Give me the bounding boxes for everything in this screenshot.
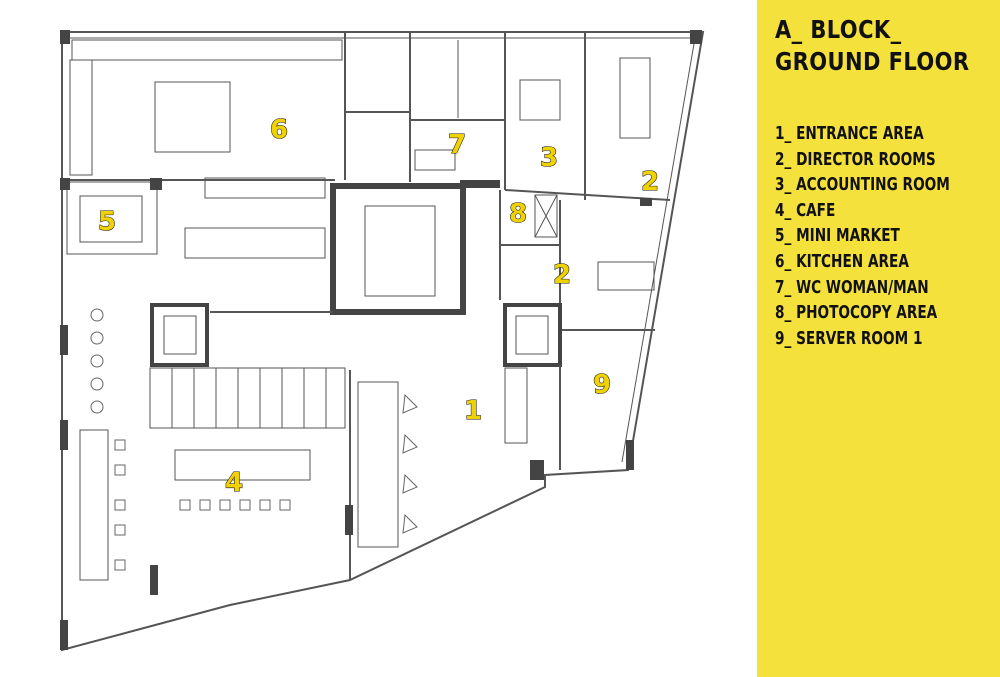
legend-list: 1_ ENTRANCE AREA 2_ DIRECTOR ROOMS 3_ AC… bbox=[775, 122, 1000, 352]
legend-title-line1: A_ BLOCK_ bbox=[775, 15, 902, 44]
room-numbers: 6 7 3 2 5 8 2 1 9 4 bbox=[97, 114, 659, 498]
room-number-9: 9 bbox=[593, 370, 611, 400]
room-number-4: 4 bbox=[225, 468, 243, 498]
room-number-5: 5 bbox=[98, 207, 116, 237]
legend-item-4: 4_ CAFE bbox=[775, 200, 836, 221]
legend-item-2: 2_ DIRECTOR ROOMS bbox=[775, 149, 936, 170]
legend-item-5: 5_ MINI MARKET bbox=[775, 226, 900, 247]
legend-item-9: 9_ SERVER ROOM 1 bbox=[775, 328, 923, 349]
floor-plan: 6 7 3 2 5 8 2 1 9 4 bbox=[60, 30, 705, 652]
legend-item-1: 1_ ENTRANCE AREA bbox=[775, 124, 924, 144]
chairs bbox=[90, 308, 418, 571]
legend-item-8: 8_ PHOTOCOPY AREA bbox=[775, 303, 938, 324]
room-number-1: 1 bbox=[464, 396, 482, 426]
room-number-6: 6 bbox=[270, 115, 288, 145]
legend-item-7: 7_ WC WOMAN/MAN bbox=[775, 277, 929, 298]
room-number-2-top: 2 bbox=[641, 167, 659, 197]
walls bbox=[61, 31, 705, 652]
room-number-3: 3 bbox=[540, 143, 558, 173]
legend-item-6: 6_ KITCHEN AREA bbox=[775, 251, 909, 272]
legend-item-3: 3_ ACCOUNTING ROOM bbox=[775, 175, 950, 196]
room-number-8: 8 bbox=[509, 199, 527, 229]
legend-title-line2: GROUND FLOOR bbox=[775, 47, 970, 76]
legend-panel: A_ BLOCK_ GROUND FLOOR 1_ ENTRANCE AREA … bbox=[757, 0, 1000, 677]
room-number-2-bottom: 2 bbox=[553, 260, 571, 290]
wall-columns bbox=[60, 30, 702, 650]
room-number-7: 7 bbox=[448, 130, 466, 160]
